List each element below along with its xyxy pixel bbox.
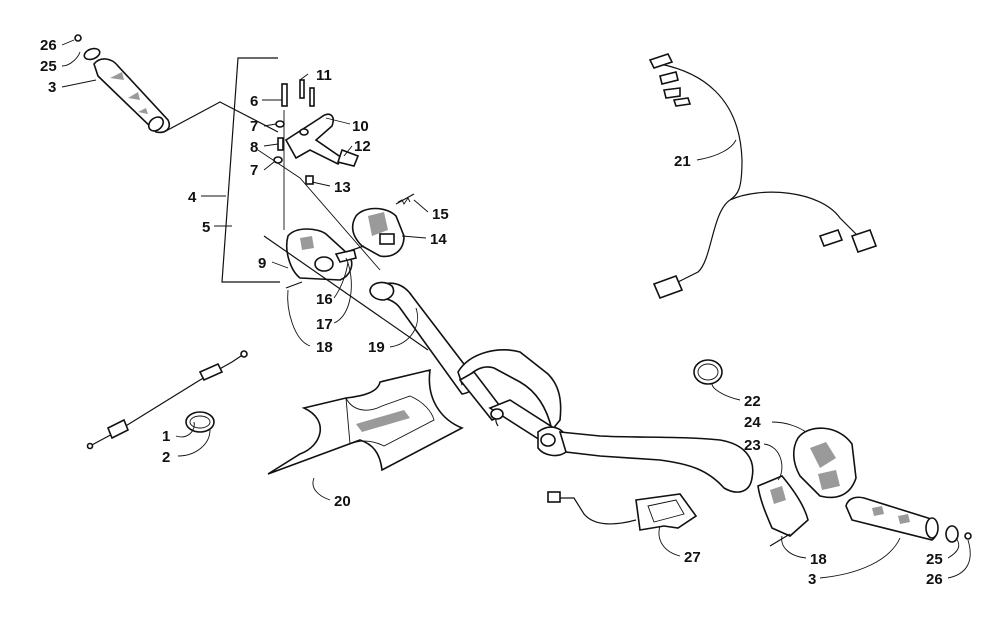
callout-18-right: 18 (810, 551, 827, 568)
callout-16: 16 (316, 291, 333, 308)
callout-26-right: 26 (926, 571, 943, 588)
callout-20: 20 (334, 493, 351, 510)
wiring-harness (648, 53, 878, 300)
callout-27: 27 (684, 549, 701, 566)
switch-housing (351, 193, 415, 258)
left-grip (74, 34, 279, 134)
callout-19: 19 (368, 339, 385, 356)
callout-12: 12 (354, 138, 371, 155)
throttle-lever (284, 113, 360, 167)
callout-14: 14 (430, 231, 447, 248)
callout-26: 26 (40, 37, 57, 54)
callout-4: 4 (188, 189, 197, 206)
callout-23: 23 (744, 437, 761, 454)
callout-10: 10 (352, 118, 369, 135)
callout-13: 13 (334, 179, 351, 196)
clamp-right (693, 359, 723, 385)
assembly-bracket (221, 57, 280, 283)
throttle-housing (285, 228, 357, 281)
callout-3: 3 (48, 79, 56, 96)
callout-9: 9 (258, 255, 266, 272)
throttle-cable (86, 350, 248, 450)
callout-8: 8 (250, 139, 258, 156)
callout-labels: 26 25 3 11 6 10 7 8 12 7 13 4 5 15 14 9 … (40, 37, 943, 588)
callout-15: 15 (432, 206, 449, 223)
callout-6: 6 (250, 93, 258, 110)
screws (257, 149, 429, 351)
handlebar-pad (267, 368, 464, 475)
callout-11: 11 (316, 67, 332, 84)
callout-22: 22 (744, 393, 761, 410)
brake-housing (792, 427, 857, 499)
callout-7: 7 (250, 118, 258, 135)
callout-25-right: 25 (926, 551, 943, 568)
right-grip (845, 496, 972, 543)
callout-18: 18 (316, 339, 333, 356)
callout-25: 25 (40, 58, 57, 75)
heater-wire (547, 491, 698, 531)
lever-bracket (757, 475, 809, 537)
callout-24: 24 (744, 414, 761, 431)
callout-3-right: 3 (808, 571, 816, 588)
callout-17: 17 (316, 316, 333, 333)
callout-1: 1 (162, 428, 170, 445)
clamp-left (185, 411, 215, 433)
callout-21: 21 (674, 153, 691, 170)
callout-7-lower: 7 (250, 162, 258, 179)
small-parts (273, 79, 315, 230)
screw-right (769, 533, 791, 547)
handlebar (369, 281, 754, 493)
leader-lines (61, 39, 971, 579)
callout-2: 2 (162, 449, 170, 466)
callout-5: 5 (202, 219, 210, 236)
